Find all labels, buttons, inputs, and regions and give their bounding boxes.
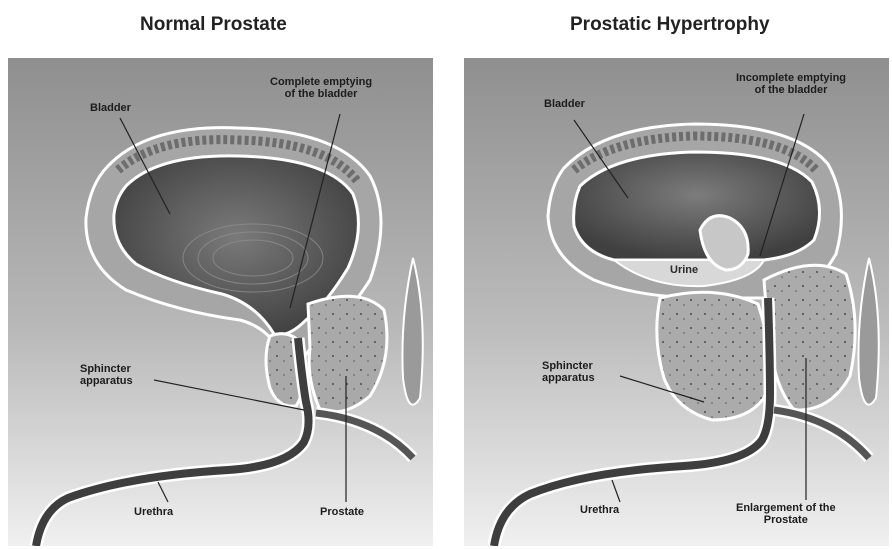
normal-prostate-drawing [8,58,433,546]
label-urethra: Urethra [134,506,173,518]
normal-prostate-title: Normal Prostate [140,14,287,36]
bladder-interior [574,152,820,260]
normal-prostate-illustration: Complete emptying of the bladder Bladder… [8,58,433,546]
hypertrophy-drawing [464,58,889,546]
hypertrophy-illustration: Incomplete emptying of the bladder Bladd… [464,58,889,546]
label-incomplete-emptying: Incomplete emptying of the bladder [736,72,846,96]
label-prostate: Prostate [320,506,364,518]
label-bladder: Bladder [544,98,585,110]
label-enlargement: Enlargement of the Prostate [736,502,836,526]
hypertrophy-title: Prostatic Hypertrophy [570,14,770,36]
label-urethra: Urethra [580,504,619,516]
label-complete-emptying: Complete emptying of the bladder [270,76,372,100]
label-bladder: Bladder [90,102,131,114]
label-sphincter: Sphincter apparatus [80,363,133,387]
label-urine: Urine [670,264,698,276]
label-sphincter: Sphincter apparatus [542,360,595,384]
